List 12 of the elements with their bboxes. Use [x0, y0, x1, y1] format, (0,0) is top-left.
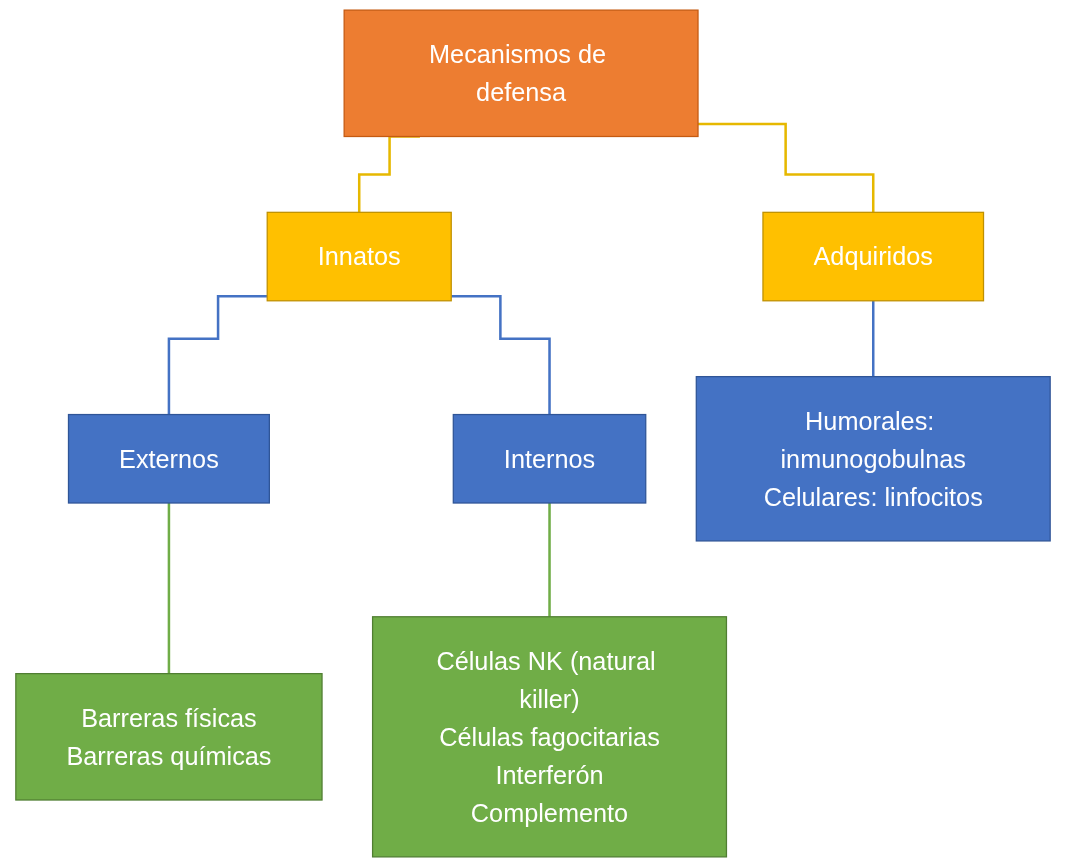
- connector: [871, 299, 875, 378]
- node-box: Mecanismos de defensa: [343, 9, 699, 138]
- node-box: Innatos: [266, 211, 452, 302]
- connector: [451, 295, 551, 416]
- node-box: Externos: [67, 413, 270, 504]
- connector: [698, 122, 875, 214]
- node-box: Internos: [452, 413, 647, 504]
- node-box: Humorales: inmunogobulnas Celulares: linfocitos: [695, 376, 1051, 542]
- node-box: Células NK (natural killer) Células fagocitarias Interferón Complemento: [371, 616, 728, 858]
- node-box: Barreras físicas Barreras químicas: [15, 673, 323, 801]
- node-box: Adquiridos: [762, 211, 985, 302]
- connector: [167, 295, 268, 416]
